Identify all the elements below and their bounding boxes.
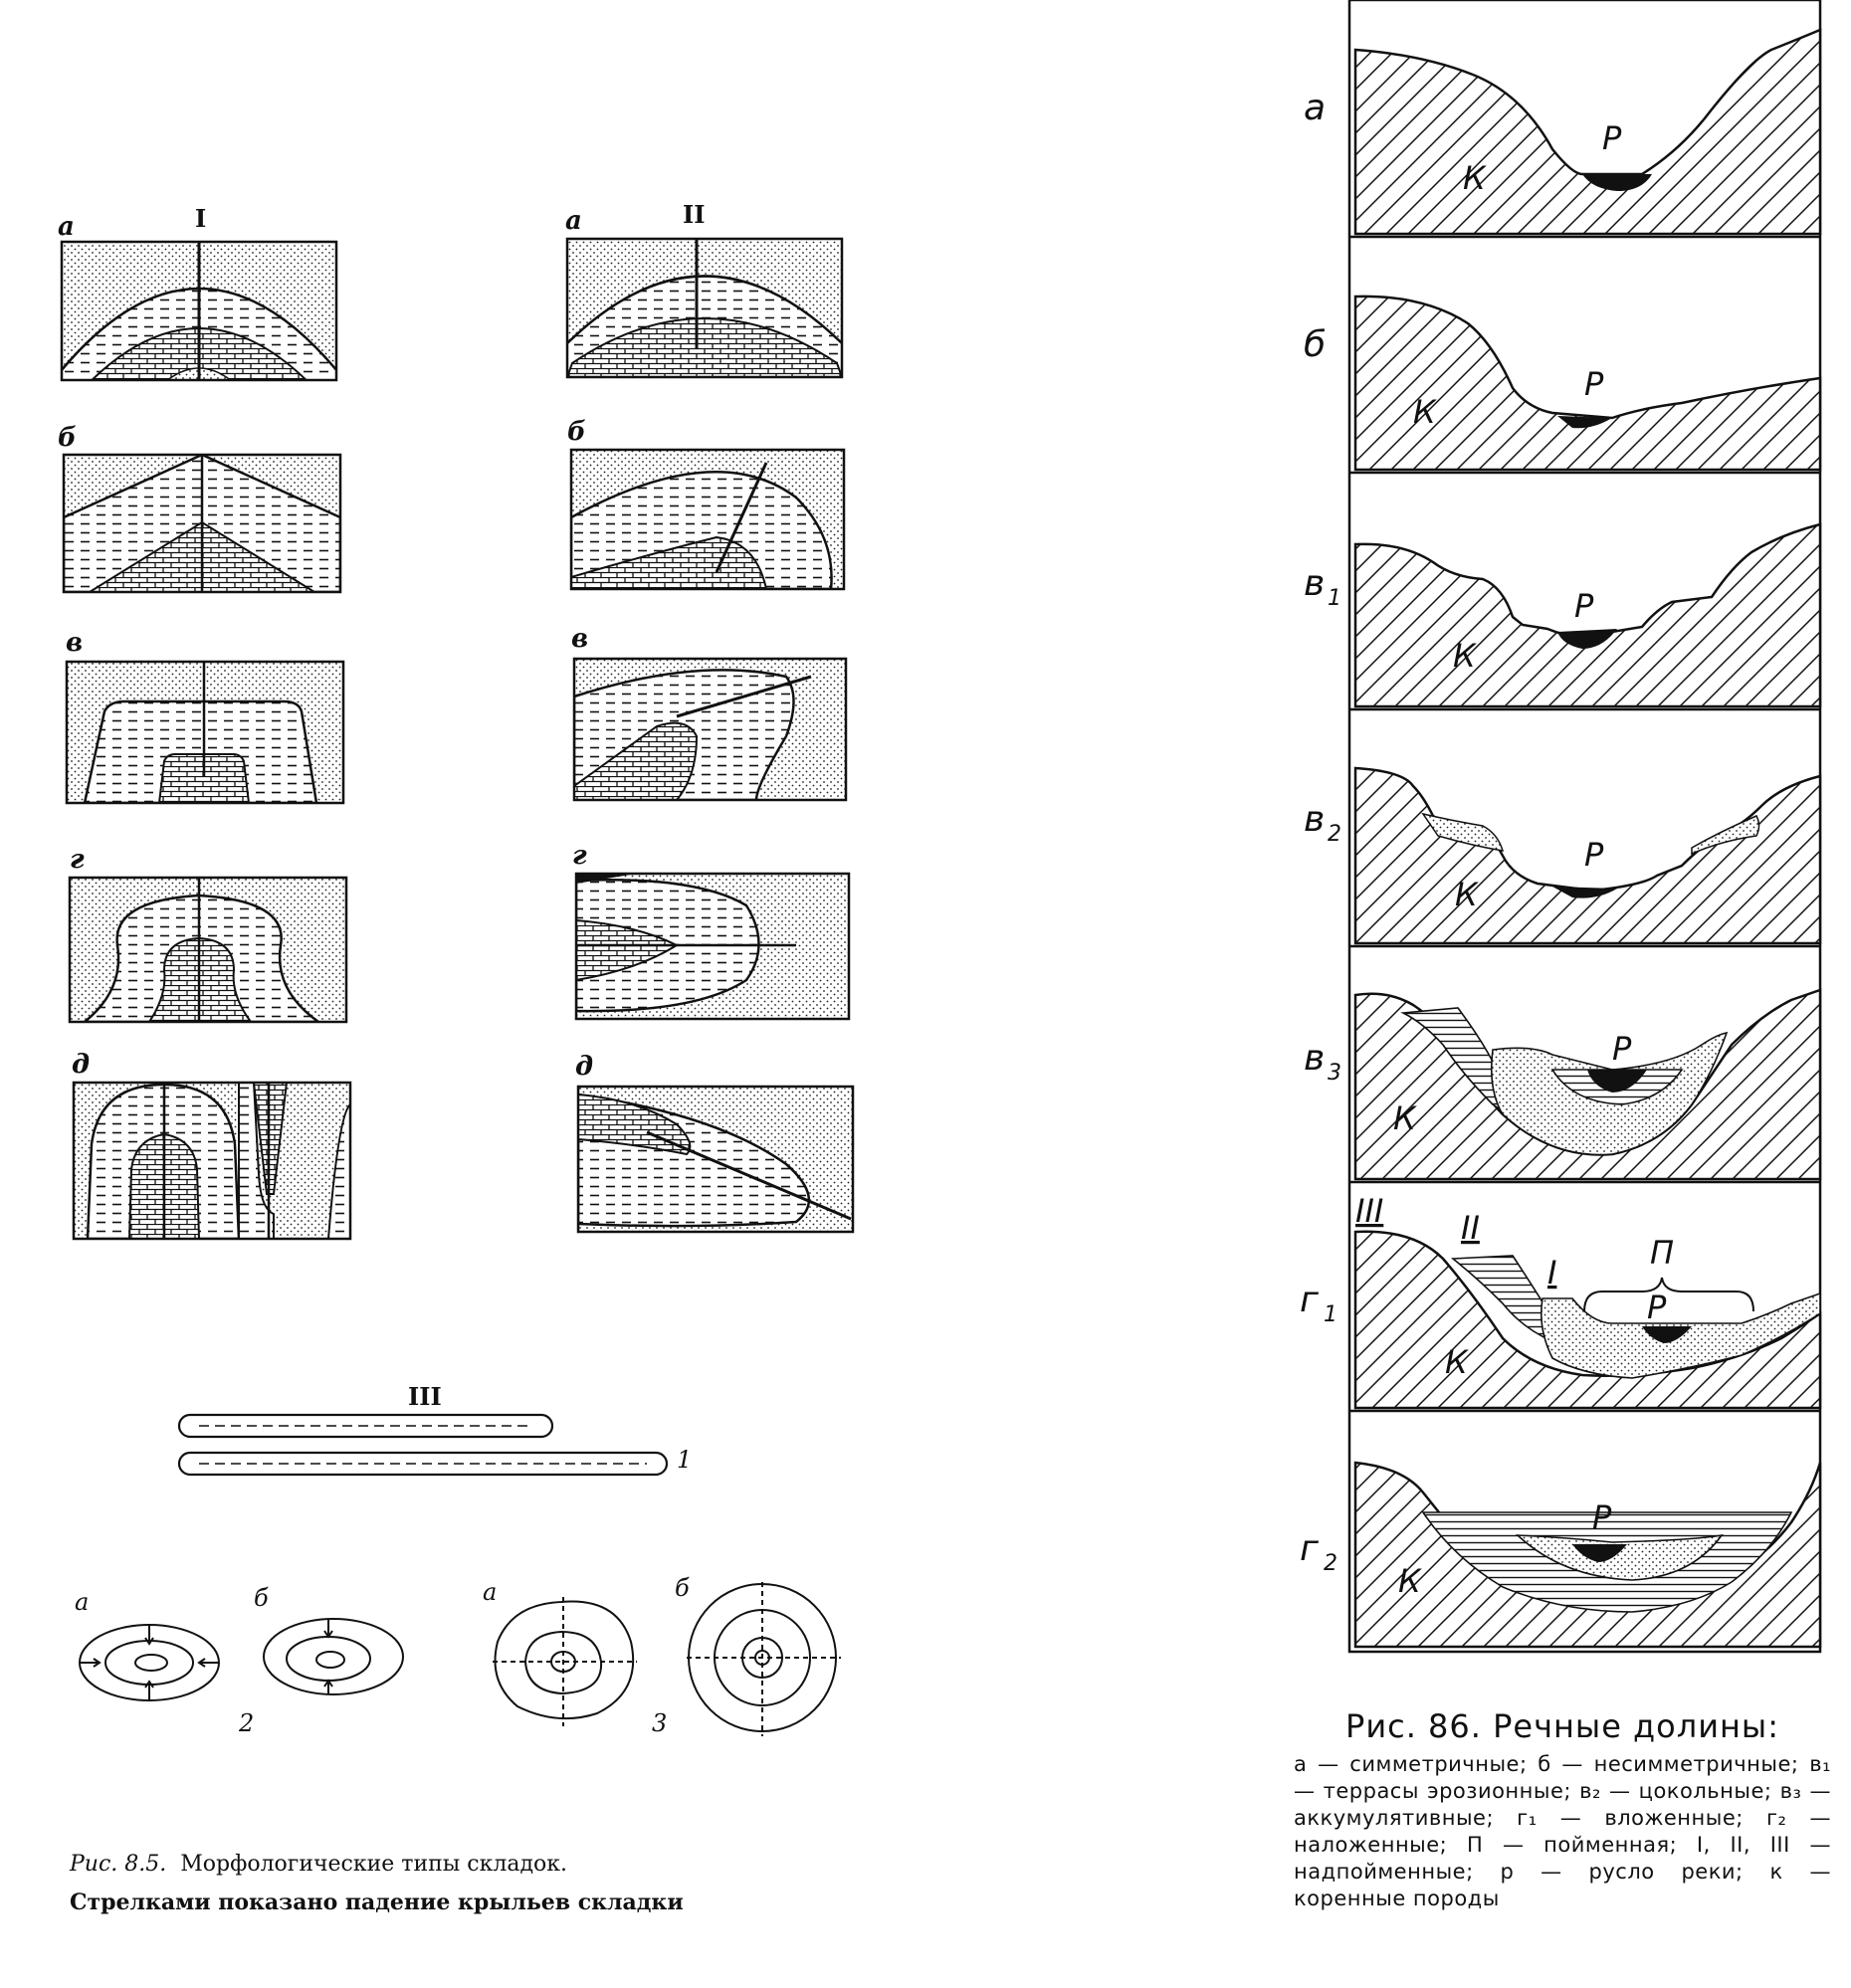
valley-panel-v3 xyxy=(1349,988,1822,1184)
bedrock-label-v2: К xyxy=(1455,876,1479,913)
plan-view-2b xyxy=(263,1618,404,1695)
panel-letter-II-d: д xyxy=(575,1052,593,1082)
fold-panel-II-g xyxy=(574,872,851,1021)
valley-label-g2: г xyxy=(1300,1528,1320,1569)
group-numeral-III: III xyxy=(408,1382,442,1411)
panel-letter-II-b: б xyxy=(567,417,586,447)
terrace-label-II: II xyxy=(1461,1209,1480,1247)
valley-panel-g2 xyxy=(1353,1461,1822,1649)
fold-panel-I-d xyxy=(72,1081,352,1241)
fold-panel-I-b xyxy=(62,453,342,594)
group-III-number: 1 xyxy=(677,1446,692,1474)
bedrock-label-g2: К xyxy=(1398,1562,1422,1600)
valley-panel-v2 xyxy=(1349,766,1822,948)
bedrock-label-v3: К xyxy=(1393,1099,1417,1137)
column-numeral-I: I xyxy=(195,204,206,233)
plan-letter-2a: а xyxy=(75,1588,89,1616)
river-label-g1: Р xyxy=(1647,1289,1667,1326)
panel-letter-I-g: г xyxy=(70,845,85,875)
river-label-v1: Р xyxy=(1574,587,1594,625)
valley-panel-g1 xyxy=(1349,1230,1822,1413)
right-caption-title: Рис. 86. Речные долины: xyxy=(1345,1707,1779,1745)
panel-letter-II-v: в xyxy=(571,624,588,654)
fold-panel-I-g xyxy=(68,876,348,1024)
bedrock-label-b: К xyxy=(1413,393,1437,431)
left-caption-number: Рис. 8.5. xyxy=(70,1852,167,1877)
fold-panel-II-b xyxy=(569,448,846,591)
column-numeral-II: II xyxy=(683,200,705,229)
valley-label-v1: в xyxy=(1304,563,1325,604)
right-caption-body: а — симметричные; б — несимметричные; в₁… xyxy=(1294,1752,1831,1910)
valley-label-v2: в xyxy=(1304,799,1325,840)
left-caption-title: Морфологические типы складок. xyxy=(180,1852,568,1877)
valley-panel-b xyxy=(1349,295,1822,475)
valley-label-b: б xyxy=(1304,324,1326,365)
panel-letter-I-d: д xyxy=(72,1050,90,1080)
left-figure-caption: Рис. 8.5. Морфологические типы складок. … xyxy=(70,1846,916,1921)
valley-sub-g2: 2 xyxy=(1324,1551,1337,1576)
valley-label-a: а xyxy=(1304,88,1326,128)
river-label-b: Р xyxy=(1584,365,1604,403)
fold-panel-II-d xyxy=(576,1085,855,1234)
bedrock-label-a: К xyxy=(1463,159,1487,197)
valley-label-g1: г xyxy=(1300,1280,1320,1320)
left-caption-line2: Стрелками показано падение крыльев склад… xyxy=(70,1889,684,1915)
bedrock-label-v1: К xyxy=(1453,637,1477,675)
bedrock-label-g1: К xyxy=(1445,1343,1469,1381)
right-figure-caption: Рис. 86. Речные долины: а — симметричные… xyxy=(1294,1707,1831,1912)
linear-fold-lower xyxy=(177,1451,669,1477)
plan-letter-3b: б xyxy=(675,1574,690,1602)
valley-sub-v1: 1 xyxy=(1328,586,1341,611)
panel-letter-II-a: а xyxy=(565,206,582,236)
panel-letter-I-b: б xyxy=(58,423,77,453)
plan-view-3a xyxy=(493,1597,637,1726)
fold-panel-II-a xyxy=(565,237,844,379)
valley-panel-a xyxy=(1349,28,1822,239)
valley-sub-v2: 2 xyxy=(1328,822,1341,847)
terrace-label-I: I xyxy=(1547,1254,1556,1292)
valley-sub-v3: 3 xyxy=(1328,1061,1341,1086)
river-label-g2: Р xyxy=(1592,1498,1612,1536)
terrace-label-P: П xyxy=(1650,1234,1674,1272)
terrace-label-III: III xyxy=(1355,1192,1383,1230)
fold-panel-I-a xyxy=(60,240,338,382)
panel-letter-I-a: а xyxy=(58,212,75,242)
plan-view-3b xyxy=(687,1582,841,1736)
linear-fold-upper xyxy=(177,1413,554,1439)
plan-number-3: 3 xyxy=(652,1709,667,1737)
river-label-a: Р xyxy=(1602,119,1622,157)
river-label-v2: Р xyxy=(1584,836,1604,874)
valley-sub-g1: 1 xyxy=(1324,1302,1337,1327)
plan-letter-3a: а xyxy=(483,1578,497,1606)
fold-panel-I-v xyxy=(65,660,345,805)
valley-panel-v1 xyxy=(1349,522,1822,711)
plan-view-2a xyxy=(79,1624,220,1701)
valley-label-v3: в xyxy=(1304,1038,1325,1079)
plan-number-2: 2 xyxy=(238,1709,254,1737)
fold-panel-II-v xyxy=(572,657,848,802)
plan-letter-2b: б xyxy=(254,1584,269,1612)
panel-letter-II-g: г xyxy=(572,841,587,871)
river-label-v3: Р xyxy=(1612,1030,1632,1068)
panel-letter-I-v: в xyxy=(66,628,83,658)
